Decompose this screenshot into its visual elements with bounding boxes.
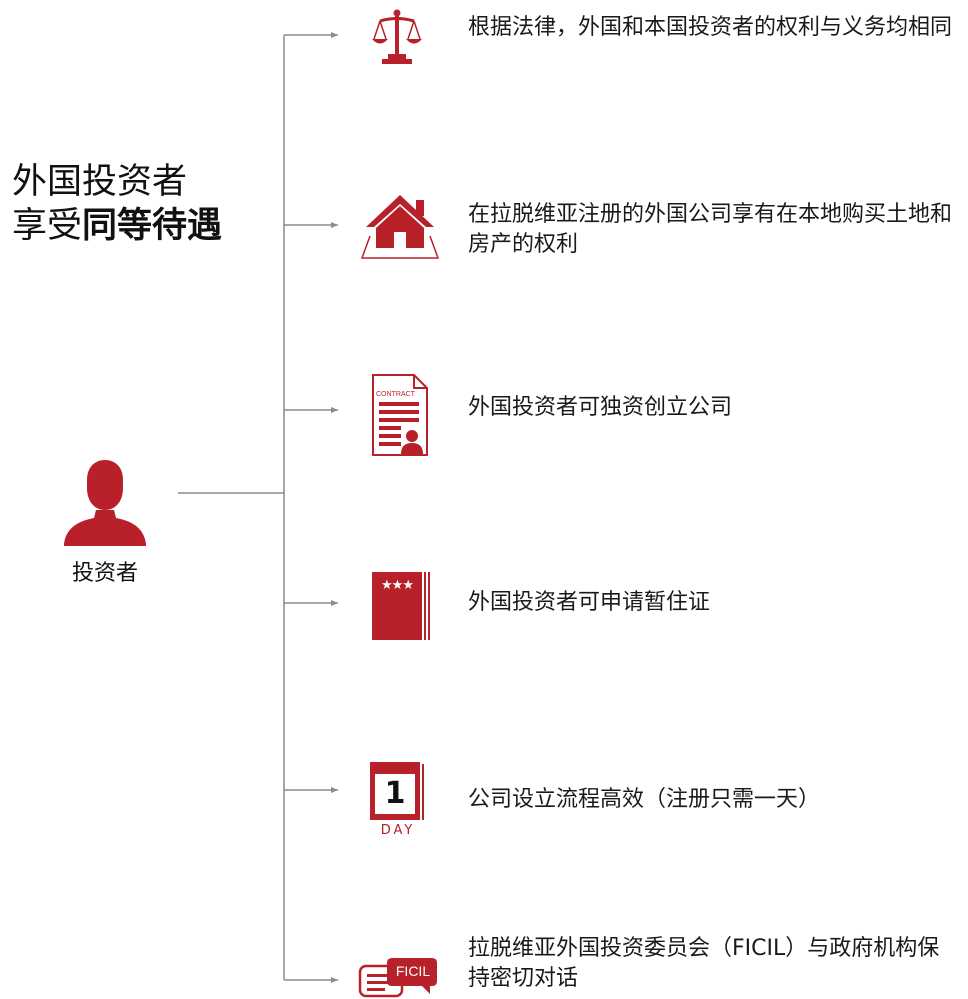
item-text-registration-one-day: 公司设立流程高效（注册只需一天） <box>468 787 821 812</box>
booklet-shape <box>372 572 430 640</box>
person-icon <box>64 460 146 546</box>
chat-icon: FICIL <box>358 954 438 999</box>
title-prefix: 享受 <box>12 206 83 246</box>
chat-bubbles-shape <box>358 958 437 998</box>
calendar-day-label: DAY <box>380 823 416 838</box>
title-emphasis: 同等待遇 <box>82 206 223 246</box>
contract-label: CONTRACT <box>376 391 415 398</box>
diagram-title: 外国投资者 享受同等待遇 <box>12 160 222 248</box>
title-line-2: 享受同等待遇 <box>12 204 222 248</box>
item-text-equal-rights: 根据法律，外国和本国投资者的权利与义务均相同 <box>468 15 953 40</box>
item-text-ficil-dialogue: 拉脱维亚外国投资委员会（FICIL）与政府机构保持密切对话 <box>468 936 940 991</box>
item-text-land-ownership: 在拉脱维亚注册的外国公司享有在本地购买土地和房产的权利 <box>468 202 953 257</box>
residence-permit-icon: ★★★ <box>372 572 430 640</box>
title-line-1: 外国投资者 <box>12 162 188 202</box>
item-text-residence-permit: 外国投资者可申请暂住证 <box>468 590 711 615</box>
contract-icon: CONTRACT <box>372 374 428 456</box>
contract-document-shape <box>372 374 428 456</box>
calendar-number: 1 <box>384 776 406 811</box>
calendar-frame <box>370 762 424 820</box>
ficil-label: FICIL <box>395 963 431 979</box>
stars-icon: ★★★ <box>381 578 414 593</box>
item-text-sole-ownership: 外国投资者可独资创立公司 <box>468 395 733 420</box>
scales-icon <box>372 9 422 64</box>
house-icon <box>360 195 440 259</box>
investor-label: 投资者 <box>71 561 138 586</box>
calendar-icon: 1 DAY <box>370 762 426 840</box>
